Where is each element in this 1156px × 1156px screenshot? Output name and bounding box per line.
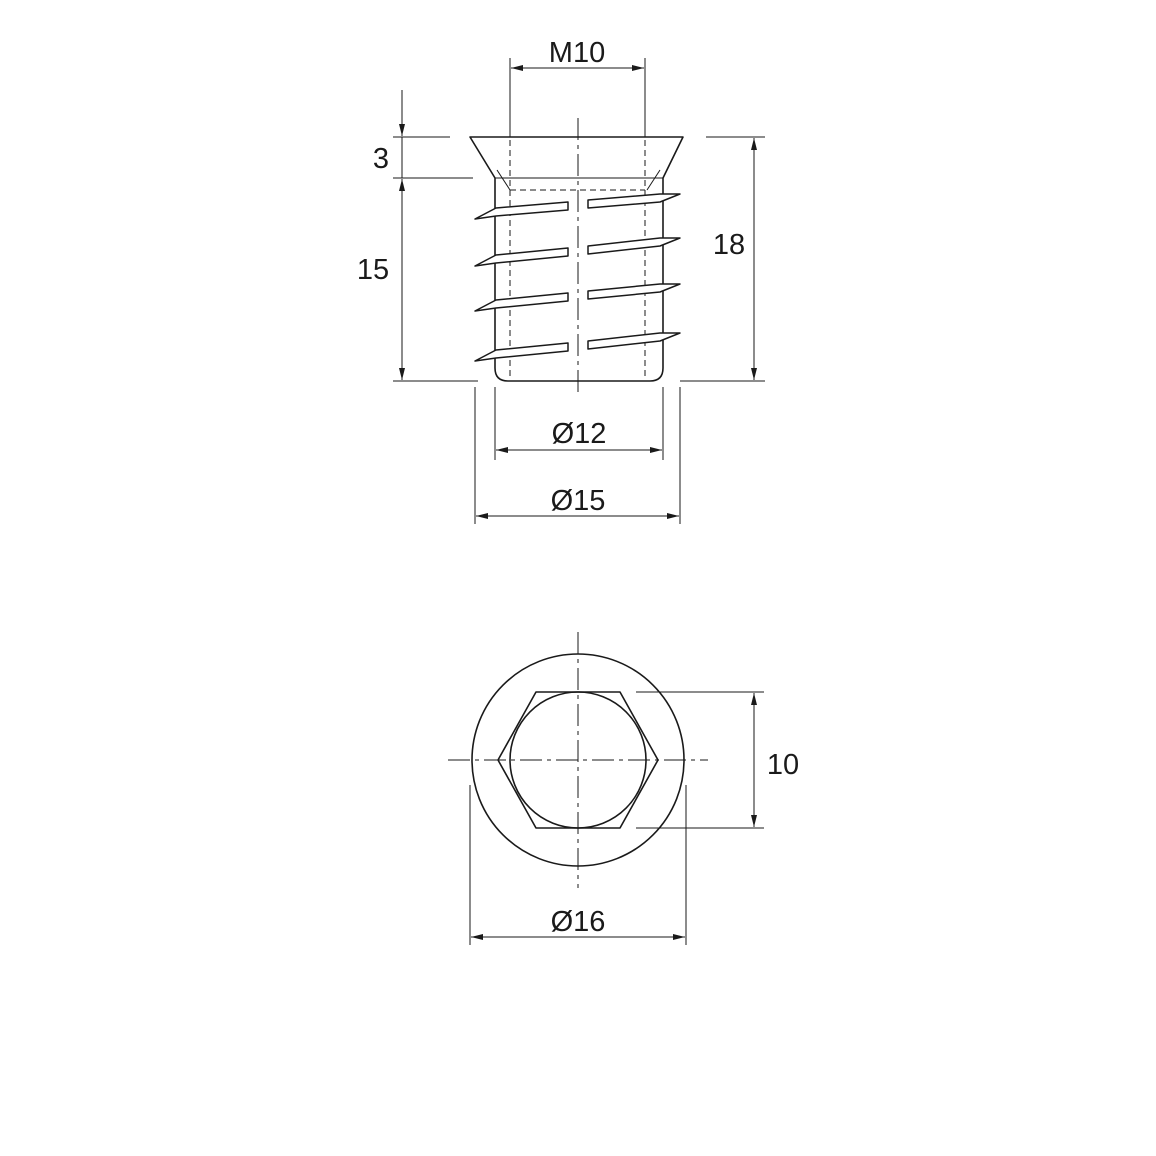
dim-head-height: 3 [373,90,473,179]
thread-rib-4-right [587,332,681,350]
label-body-length: 15 [357,254,389,286]
thread-ribs [474,193,681,362]
thread-rib-1-right [587,193,681,209]
thread-rib-2-left [474,247,569,267]
dim-total-length: 18 [680,136,765,382]
dim-core-diameter: Ø12 [494,387,664,460]
thread-rib-3-left [474,292,569,312]
dim-m10: M10 [509,37,646,137]
label-flange-diameter: Ø16 [551,906,606,938]
dim-outer-diameter: Ø15 [474,387,681,524]
countersink-left [496,169,511,191]
thread-rib-3-right [587,283,681,300]
thread-rib-2-right [587,237,681,255]
label-hex-size: 10 [767,749,799,781]
label-total-length: 18 [713,229,745,261]
insert-outline [469,136,684,382]
side-view: M10 3 15 18 Ø12 [357,37,765,524]
thread-rib-4-left [474,342,569,362]
dim-flange-diameter: Ø16 [469,785,687,945]
label-thread-size: M10 [549,37,605,69]
top-view: 10 Ø16 [448,632,799,945]
countersink-right [646,169,661,191]
label-outer-diameter: Ø15 [551,485,606,517]
label-core-diameter: Ø12 [552,418,607,450]
dim-hex-size: 10 [636,691,799,829]
label-head-height: 3 [373,143,389,175]
dim-body-length: 15 [357,179,478,382]
thread-rib-1-left [474,201,569,220]
